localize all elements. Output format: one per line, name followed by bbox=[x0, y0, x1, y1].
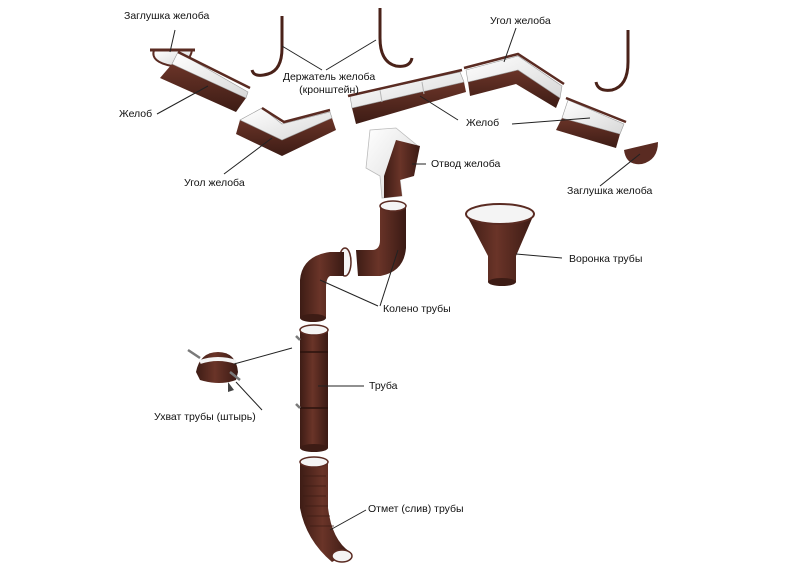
label-funnel: Воронка трубы bbox=[569, 253, 643, 265]
leader-drain bbox=[329, 509, 367, 531]
pipe-drain bbox=[299, 456, 353, 563]
label-clamp: Ухват трубы (штырь) bbox=[154, 411, 256, 423]
gutter-outlet bbox=[365, 127, 420, 199]
gutter-corner-left bbox=[236, 106, 336, 156]
leader-clamp-1 bbox=[233, 347, 293, 365]
pipe-main bbox=[295, 324, 329, 452]
leader-cap-right bbox=[599, 153, 641, 187]
leader-holder-2 bbox=[325, 39, 377, 71]
label-corner-left: Угол желоба bbox=[184, 177, 245, 189]
label-gutter-left: Желоб bbox=[119, 108, 153, 120]
leader-elbow-1 bbox=[319, 279, 379, 307]
gutter-holder-far-right bbox=[594, 30, 630, 92]
leader-cap-left bbox=[169, 29, 176, 53]
pipe-funnel bbox=[465, 203, 535, 286]
label-cap-right: Заглушка желоба bbox=[567, 185, 653, 197]
label-gutter-right: Желоб bbox=[466, 117, 500, 129]
gutter-right bbox=[556, 96, 627, 148]
gutter-corner-top bbox=[463, 52, 565, 108]
gutter-cap-right bbox=[624, 142, 658, 165]
label-elbow: Колено трубы bbox=[383, 303, 451, 315]
label-drain: Отмет (слив) трубы bbox=[368, 503, 464, 515]
leader-clamp-2 bbox=[235, 381, 263, 411]
label-outlet: Отвод желоба bbox=[431, 158, 501, 170]
label-holder-line1: Держатель желоба bbox=[282, 71, 376, 83]
elbow-upper bbox=[338, 200, 407, 277]
gutter-center bbox=[347, 68, 466, 124]
leader-gutter-right bbox=[511, 117, 591, 125]
elbow-lower bbox=[300, 252, 344, 322]
leader-gutter-center bbox=[419, 95, 459, 121]
leader-corner-top bbox=[503, 27, 517, 63]
gutter-holder-left bbox=[250, 16, 284, 77]
leader-holder-1 bbox=[281, 45, 323, 71]
pipe-clamp bbox=[187, 348, 241, 392]
label-holder-line2: (кронштейн) bbox=[299, 84, 359, 96]
gutter-holder-right bbox=[378, 8, 414, 68]
leader-lines bbox=[156, 27, 641, 531]
label-corner-top: Угол желоба bbox=[490, 15, 551, 27]
leader-corner-left bbox=[223, 137, 273, 175]
label-pipe: Труба bbox=[369, 380, 398, 392]
label-cap-left: Заглушка желоба bbox=[124, 10, 210, 22]
leader-gutter-left bbox=[156, 85, 209, 115]
gutter-left bbox=[160, 50, 251, 112]
leader-funnel bbox=[515, 253, 563, 259]
leader-elbow-2 bbox=[379, 249, 399, 307]
